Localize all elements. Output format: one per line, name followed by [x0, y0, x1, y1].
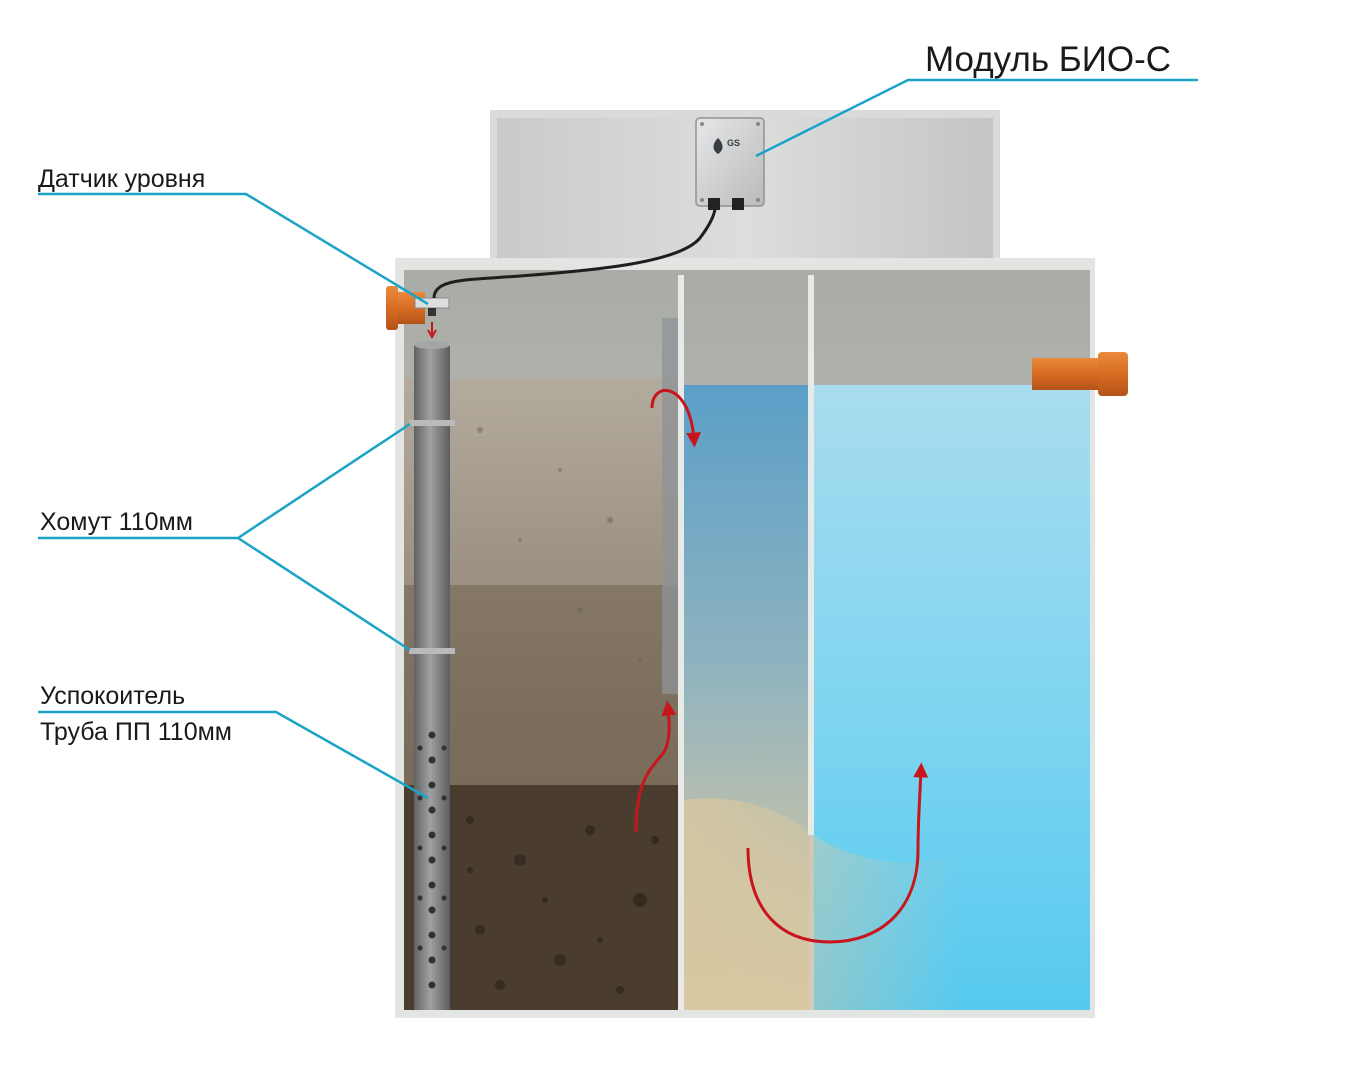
module-label: Модуль БИО-С — [925, 40, 1172, 79]
device-logo-text: GS — [727, 138, 740, 148]
flow-arrow-under-baffle — [634, 700, 677, 833]
baffle-plate — [662, 318, 678, 694]
leader-sensor — [38, 192, 429, 306]
bio-module-box: GS — [695, 117, 765, 210]
gs-leaf-logo-icon — [713, 138, 723, 154]
sensor-cable — [432, 199, 718, 299]
sludge-particles — [466, 816, 659, 994]
level-sensor — [414, 297, 450, 340]
leader-lines — [38, 78, 1198, 800]
flow-arrow-u-turn — [746, 762, 929, 944]
chamber-clean — [683, 385, 1090, 1010]
flow-arrow-over-baffle — [650, 389, 701, 448]
clamp-lower — [409, 648, 455, 654]
outlet-pipe — [1032, 352, 1128, 396]
inlet-pipe — [386, 286, 425, 330]
leader-module — [755, 78, 1198, 158]
flow-arrows — [634, 389, 929, 944]
clamp-upper — [409, 420, 455, 426]
pipe-spec-label: Труба ПП 110мм — [40, 718, 232, 746]
calmer-label: Успокоитель — [40, 682, 186, 710]
calmer-pipe — [409, 341, 455, 1010]
leader-clamp — [38, 422, 411, 652]
leader-calmer — [38, 710, 429, 800]
partition-wall-1 — [678, 275, 684, 1010]
clamp-label: Хомут 110мм — [40, 508, 193, 536]
level-sensor-label: Датчик уровня — [38, 165, 206, 193]
partition-wall-2 — [808, 275, 814, 835]
pipe-perforations — [417, 731, 447, 989]
